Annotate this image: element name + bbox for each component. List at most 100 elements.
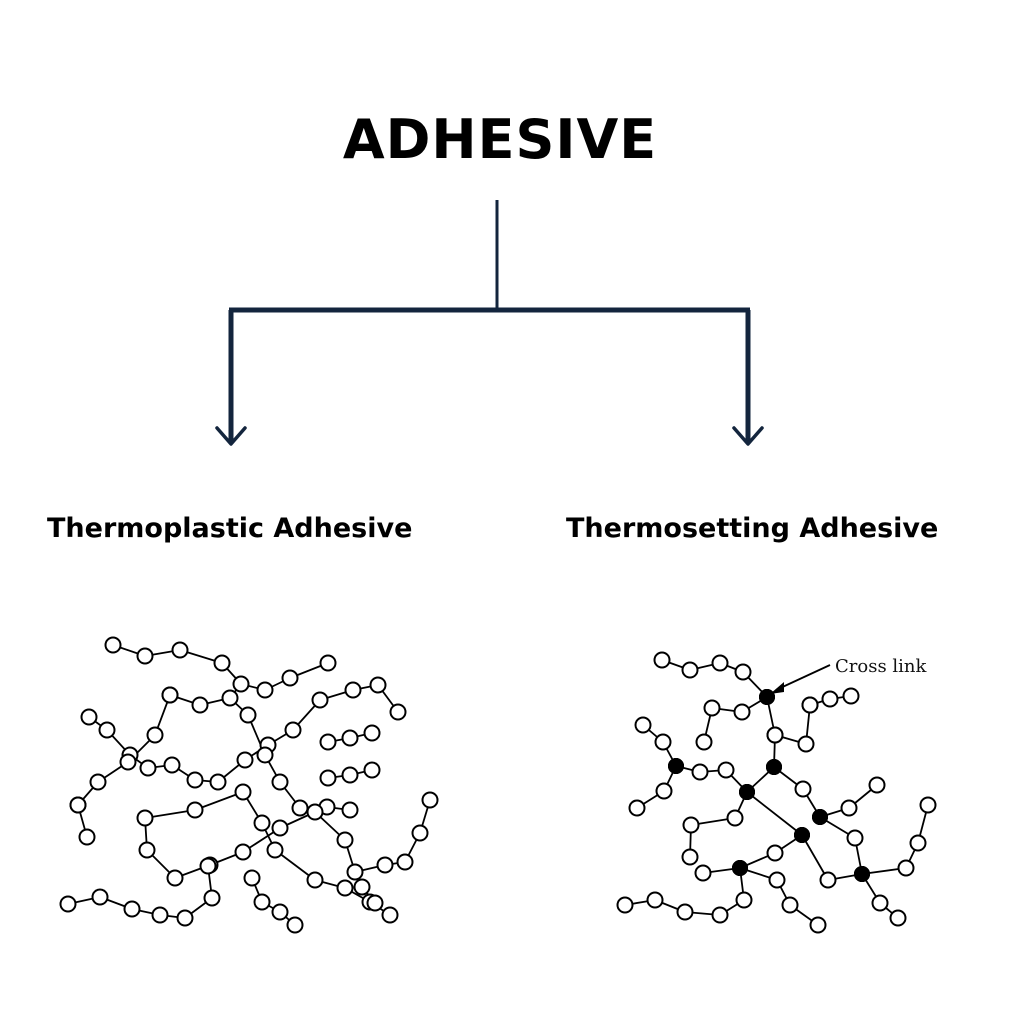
monomer-node <box>256 681 274 699</box>
monomer-node <box>846 829 864 847</box>
monomer-node <box>319 769 337 787</box>
monomer-node <box>234 843 252 861</box>
monomer-node <box>396 853 414 871</box>
monomer-node <box>123 900 141 918</box>
monomer-node <box>138 841 156 859</box>
left-arrow-icon <box>215 426 247 446</box>
monomer-node <box>919 796 937 814</box>
monomer-node <box>171 641 189 659</box>
monomer-node <box>89 773 107 791</box>
monomer-node <box>801 696 819 714</box>
monomer-node <box>691 763 709 781</box>
monomer-node <box>735 891 753 909</box>
monomer-node <box>119 753 137 771</box>
monomer-node <box>711 654 729 672</box>
cross-link-node <box>812 809 828 825</box>
monomer-node <box>234 783 252 801</box>
monomer-node <box>889 909 907 927</box>
monomer-node <box>146 726 164 744</box>
polymer-bond <box>746 791 803 836</box>
monomer-node <box>286 916 304 934</box>
monomer-node <box>284 721 302 739</box>
monomer-node <box>871 894 889 912</box>
monomer-node <box>191 696 209 714</box>
polymer-bond <box>194 791 244 811</box>
monomer-node <box>655 782 673 800</box>
cross-link-node <box>766 759 782 775</box>
monomer-node <box>616 896 634 914</box>
monomer-node <box>376 856 394 874</box>
cross-link-pointer <box>775 664 831 691</box>
monomer-node <box>766 844 784 862</box>
monomer-node <box>634 716 652 734</box>
monomer-node <box>199 857 217 875</box>
monomer-node <box>104 636 122 654</box>
monomer-node <box>281 669 299 687</box>
monomer-node <box>654 733 672 751</box>
monomer-node <box>203 889 221 907</box>
monomer-node <box>186 801 204 819</box>
monomer-node <box>797 735 815 753</box>
polymer-bond <box>801 834 829 881</box>
monomer-node <box>346 863 364 881</box>
monomer-node <box>682 816 700 834</box>
monomer-node <box>186 771 204 789</box>
cross-link-arrow-icon <box>770 682 784 694</box>
monomer-node <box>819 871 837 889</box>
monomer-node <box>421 791 439 809</box>
monomer-node <box>306 871 324 889</box>
monomer-node <box>336 879 354 897</box>
thermosetting-label: Thermosetting Adhesive <box>566 513 939 544</box>
cross-link-node <box>732 860 748 876</box>
monomer-node <box>306 803 324 821</box>
monomer-node <box>363 761 381 779</box>
monomer-node <box>271 773 289 791</box>
monomer-node <box>766 726 784 744</box>
monomer-node <box>319 733 337 751</box>
monomer-node <box>311 691 329 709</box>
monomer-node <box>213 654 231 672</box>
monomer-node <box>653 651 671 669</box>
monomer-node <box>253 814 271 832</box>
monomer-node <box>694 864 712 882</box>
thermoplastic-label: Thermoplastic Adhesive <box>47 513 413 544</box>
monomer-node <box>139 759 157 777</box>
right-arrow-icon <box>732 426 764 446</box>
monomer-node <box>253 893 271 911</box>
monomer-node <box>98 721 116 739</box>
monomer-node <box>842 687 860 705</box>
cross-link-node <box>739 784 755 800</box>
monomer-node <box>91 888 109 906</box>
monomer-node <box>389 703 407 721</box>
monomer-node <box>676 903 694 921</box>
monomer-node <box>646 891 664 909</box>
monomer-node <box>909 834 927 852</box>
cross-link-node <box>668 758 684 774</box>
monomer-node <box>840 799 858 817</box>
monomer-node <box>232 675 250 693</box>
monomer-node <box>363 724 381 742</box>
monomer-node <box>161 686 179 704</box>
monomer-node <box>271 819 289 837</box>
monomer-node <box>136 809 154 827</box>
monomer-node <box>166 869 184 887</box>
monomer-node <box>411 824 429 842</box>
monomer-node <box>256 746 274 764</box>
monomer-node <box>69 796 87 814</box>
monomer-node <box>136 647 154 665</box>
monomer-node <box>176 909 194 927</box>
monomer-node <box>734 663 752 681</box>
monomer-node <box>717 761 735 779</box>
monomer-node <box>239 706 257 724</box>
monomer-node <box>336 831 354 849</box>
monomer-node <box>897 859 915 877</box>
cross-link-node <box>854 866 870 882</box>
monomer-node <box>243 869 261 887</box>
monomer-node <box>341 729 359 747</box>
monomer-node <box>353 878 371 896</box>
monomer-node <box>781 896 799 914</box>
monomer-node <box>369 676 387 694</box>
